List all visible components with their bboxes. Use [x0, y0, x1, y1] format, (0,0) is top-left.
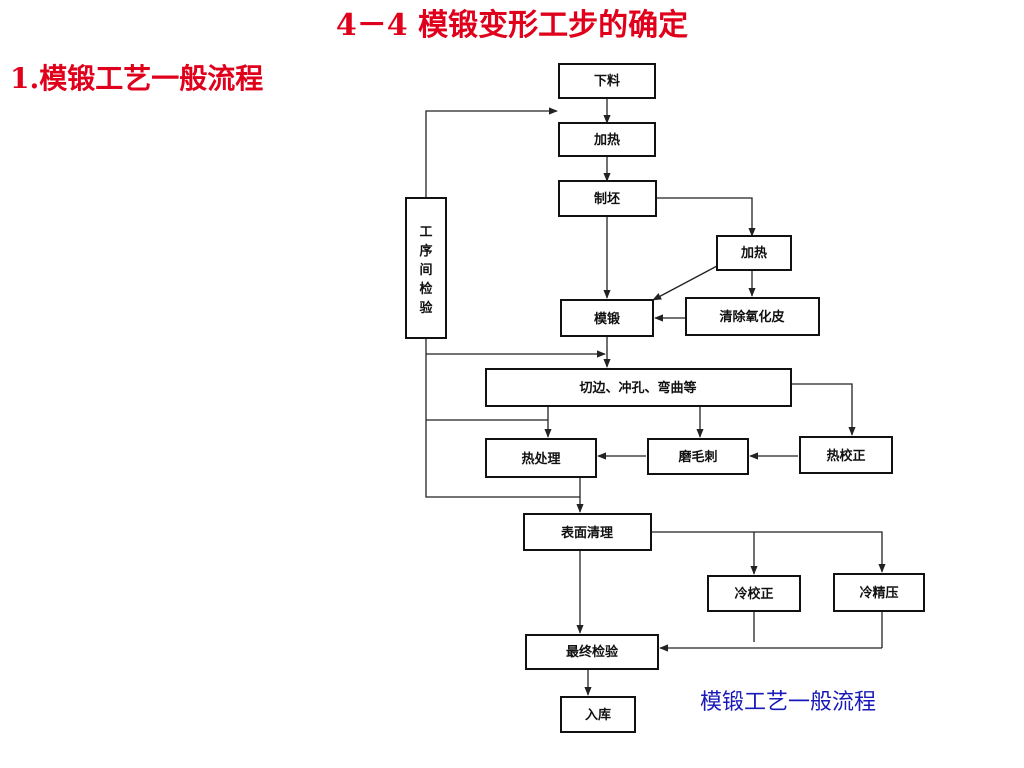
- node-box: [558, 122, 656, 157]
- node-box: [485, 438, 597, 478]
- node-label: 制坯: [594, 191, 620, 207]
- node-cold-coin: 冷精压: [833, 573, 925, 612]
- node-label: 入库: [585, 707, 611, 723]
- node-heating-1: 加热: [558, 122, 656, 157]
- node-label: 切边、冲孔、弯曲等: [579, 380, 696, 396]
- node-label: 下料: [594, 73, 620, 89]
- node-label: 磨毛刺: [678, 449, 717, 465]
- node-heat-treat: 热处理: [485, 438, 597, 478]
- node-descale: 清除氧化皮: [685, 297, 820, 336]
- node-box: [560, 696, 636, 733]
- page-title: 4－4 模锻变形工步的确定: [335, 8, 689, 43]
- node-box: [558, 63, 656, 99]
- node-box: [558, 180, 657, 217]
- arrow-trim-to-hot-straighten: [791, 383, 856, 436]
- node-label-char: 验: [419, 300, 433, 316]
- node-label: 模锻: [594, 311, 620, 327]
- node-trim: 切边、冲孔、弯曲等: [485, 368, 792, 407]
- node-label-char: 工: [419, 225, 432, 240]
- node-inter-inspection: 工 序 间 检 验: [405, 197, 447, 339]
- arrow-heating2-to-forging: [652, 265, 718, 301]
- node-deburr: 磨毛刺: [647, 438, 749, 475]
- node-box: [485, 368, 792, 407]
- arrow-inspection-to-heating: [425, 107, 558, 198]
- node-label: 加热: [593, 132, 620, 148]
- node-label: 热校正: [826, 448, 865, 464]
- node-box: [707, 575, 801, 612]
- node-label-char: 检: [419, 281, 432, 297]
- node-label-char: 间: [419, 262, 432, 278]
- arrow-blank-to-heating2: [656, 197, 756, 237]
- arrow-surface-clean-to-cold-coin: [651, 531, 886, 573]
- node-blank: 制坯: [558, 180, 657, 217]
- node-box: [647, 438, 749, 475]
- node-label: 最终检验: [566, 644, 619, 660]
- flow-connectors: [425, 98, 886, 696]
- node-box: [525, 634, 659, 670]
- node-box: [685, 297, 820, 336]
- node-label: 冷精压: [859, 585, 898, 601]
- node-box: [405, 197, 447, 339]
- node-forging: 模锻: [560, 299, 654, 337]
- node-label-char: 序: [419, 243, 432, 259]
- node-final-inspect: 最终检验: [525, 634, 659, 670]
- node-label: 清除氧化皮: [719, 309, 784, 325]
- node-cutting: 下料: [558, 63, 656, 99]
- node-box: [799, 436, 893, 474]
- node-box: [523, 513, 652, 551]
- section-title: 1.模锻工艺一般流程: [10, 62, 264, 95]
- node-box: [560, 299, 654, 337]
- node-label: 冷校正: [734, 586, 773, 602]
- node-hot-straighten: 热校正: [799, 436, 893, 474]
- node-box: [716, 235, 792, 271]
- node-storage: 入库: [560, 696, 636, 733]
- node-surface-clean: 表面清理: [523, 513, 652, 551]
- line-inspection-bus: [425, 338, 580, 498]
- node-cold-straighten: 冷校正: [707, 575, 801, 612]
- node-label: 加热: [740, 245, 767, 261]
- node-label: 热处理: [521, 451, 560, 467]
- node-heating-2: 加热: [716, 235, 792, 271]
- node-label: 表面清理: [560, 525, 613, 541]
- node-box: [833, 573, 925, 612]
- figure-caption: 模锻工艺一般流程: [700, 690, 877, 715]
